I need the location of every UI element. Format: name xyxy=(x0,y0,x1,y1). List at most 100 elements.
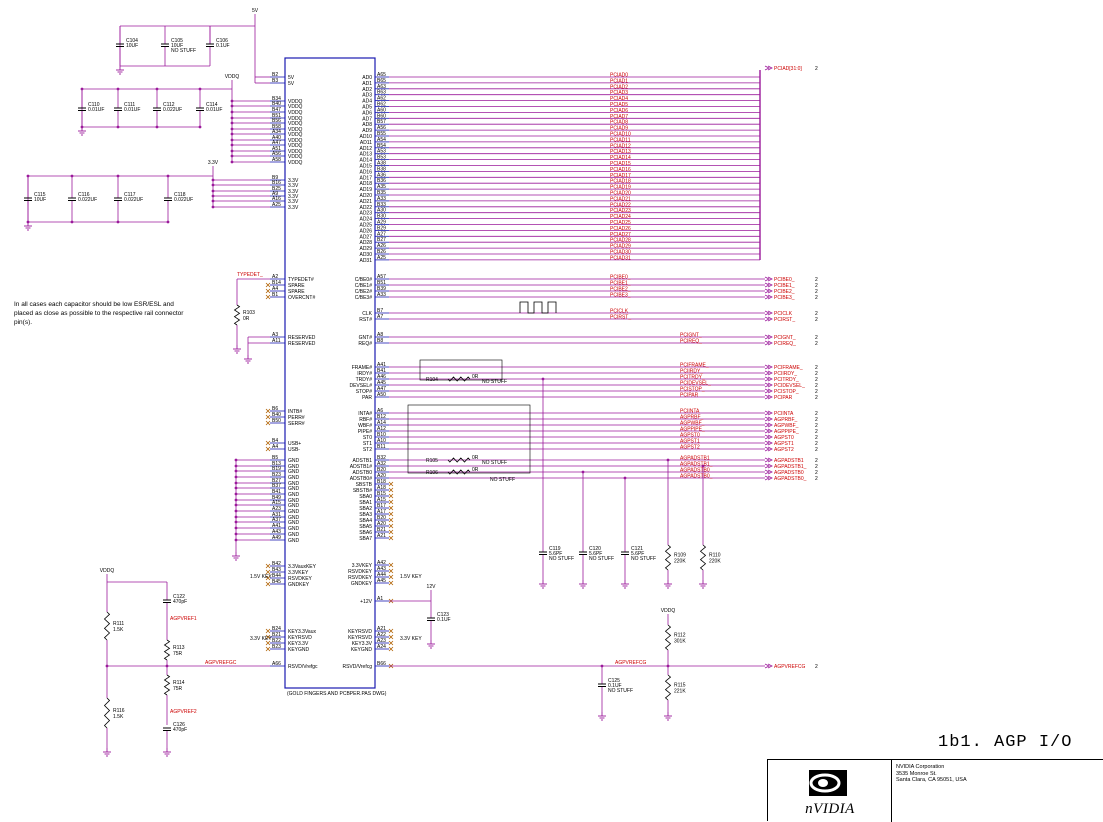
component-ref: C111 xyxy=(124,102,135,108)
net-label: AGPADSTB0 xyxy=(680,468,710,474)
pin-name: AD5 xyxy=(362,105,372,111)
junction-dot xyxy=(165,664,169,668)
component-note: NO STUFF xyxy=(490,477,515,483)
rail-label: 3.3V xyxy=(208,160,219,166)
net-label: AGPRBF_ xyxy=(680,415,704,421)
pin-name: AD20 xyxy=(359,193,372,199)
offpage-net-label: AGPST1 xyxy=(774,441,794,447)
offpage-sheet-number: 2 xyxy=(815,335,818,341)
pin-name: PERR# xyxy=(288,415,305,421)
pin-name: RSVD/Vrefgc xyxy=(288,664,318,670)
pin-name: RBF# xyxy=(359,417,372,423)
offpage-connector: PCIBE2_2 xyxy=(764,288,818,295)
offpage-net-label: AGPST0 xyxy=(774,435,794,441)
offpage-sheet-number: 2 xyxy=(815,447,818,453)
net-label: PCIAD18 xyxy=(610,179,631,185)
pin-name: GND xyxy=(288,475,300,481)
offpage-sheet-number: 2 xyxy=(815,377,818,383)
offpage-connector: PCIDEVSEL_2 xyxy=(764,382,818,389)
pin-number: A41 xyxy=(272,523,281,529)
component-value: 220K xyxy=(709,559,721,565)
component-value: 0.022UF xyxy=(124,197,143,203)
net-label: PCIAD19 xyxy=(610,185,631,191)
pin-number: A62 xyxy=(377,96,386,102)
capacitor-plates xyxy=(163,727,171,731)
ground-symbol xyxy=(598,712,606,721)
pin-number: B50 xyxy=(272,418,281,424)
net-label: PCIBE3_ xyxy=(610,293,631,299)
pin-number: B27 xyxy=(377,237,386,243)
component-ref: R106 xyxy=(426,470,438,476)
pin-number: B39 xyxy=(377,286,386,292)
offpage-connector: PCITRDY_2 xyxy=(764,376,818,383)
net-label: PCIAD13 xyxy=(610,149,631,155)
pin-number: B42 xyxy=(272,561,281,567)
pin-number: A1 xyxy=(377,596,383,602)
offpage-connector: AGPPIPE_2 xyxy=(764,428,818,435)
pin-number: A37 xyxy=(272,517,281,523)
component-ref: C118 xyxy=(174,192,186,198)
junction-dot xyxy=(234,538,238,542)
pin-number: A38 xyxy=(377,161,386,167)
pin-number: A8 xyxy=(377,332,383,338)
component-note: NO STUFF xyxy=(482,460,507,466)
pin-name: GND xyxy=(288,538,300,544)
net-label: PCIAD21 xyxy=(610,196,631,202)
pin-number: B21 xyxy=(377,527,386,533)
junction-dot xyxy=(230,154,234,158)
offpage-connector: PCIBE1_2 xyxy=(764,282,818,289)
component-value: 220K xyxy=(674,559,686,565)
pin-number: A42 xyxy=(377,560,386,566)
address-line-1: 3535 Monroe St. xyxy=(896,770,937,777)
pin-name: GND xyxy=(288,509,300,515)
pin-name: VDDQ xyxy=(288,132,303,138)
rail-label: VDDQ xyxy=(100,568,115,574)
pin-name: AD31 xyxy=(359,258,372,264)
capacitor-plates xyxy=(598,683,606,687)
component-ref: C117 xyxy=(124,192,136,198)
pin-number: B30 xyxy=(377,214,386,220)
pin-number: B9 xyxy=(272,175,278,181)
offpage-connector: PCIREQ_2 xyxy=(764,340,818,347)
offpage-net-label: PCIIRDY_ xyxy=(774,371,797,377)
pin-number: B62 xyxy=(377,102,386,108)
offpage-net-label: PCICLK xyxy=(774,311,793,317)
pin-number: B49 xyxy=(272,495,281,501)
offpage-arrow xyxy=(764,382,773,388)
capacitor-plates xyxy=(161,43,169,47)
component-ref: C126 xyxy=(173,722,185,728)
pin-name: SBA2 xyxy=(359,506,372,512)
offpage-net-label: AGPADSTB0_ xyxy=(774,476,807,482)
component-value: 0.01UF xyxy=(88,107,104,113)
pin-number: A10 xyxy=(377,438,386,444)
pin-name: VDDQ xyxy=(288,127,303,133)
junction-dot xyxy=(234,520,238,524)
pin-name: SBA7 xyxy=(359,536,372,542)
pin-name: AD3 xyxy=(362,93,372,99)
pin-number: B38 xyxy=(377,166,386,172)
pin-number: A17 xyxy=(377,509,386,515)
offpage-arrow xyxy=(764,376,773,382)
offpage-arrow xyxy=(764,340,773,346)
pin-name: VDDQ xyxy=(288,99,303,105)
offpage-arrow xyxy=(764,428,773,434)
pin-number: A45 xyxy=(377,578,386,584)
pin-number: A22 xyxy=(377,632,386,638)
net-label: PCIAD25 xyxy=(610,220,631,226)
offpage-sheet-number: 2 xyxy=(815,341,818,347)
offpage-connector: AGPADSTB1_2 xyxy=(764,463,818,470)
component-value: 10UF xyxy=(34,197,46,203)
offpage-net-label: PCIFRAME_ xyxy=(774,365,803,371)
offpage-arrow xyxy=(764,294,773,300)
net-label: PCIAD29 xyxy=(610,244,631,250)
net-label: AGPST1 xyxy=(680,439,700,445)
pin-name: 3.3V xyxy=(288,205,299,211)
pin-name: AD0 xyxy=(362,75,372,81)
ground-symbol xyxy=(427,640,435,649)
no-connect-mark xyxy=(388,505,394,511)
junction-dot xyxy=(211,199,215,203)
